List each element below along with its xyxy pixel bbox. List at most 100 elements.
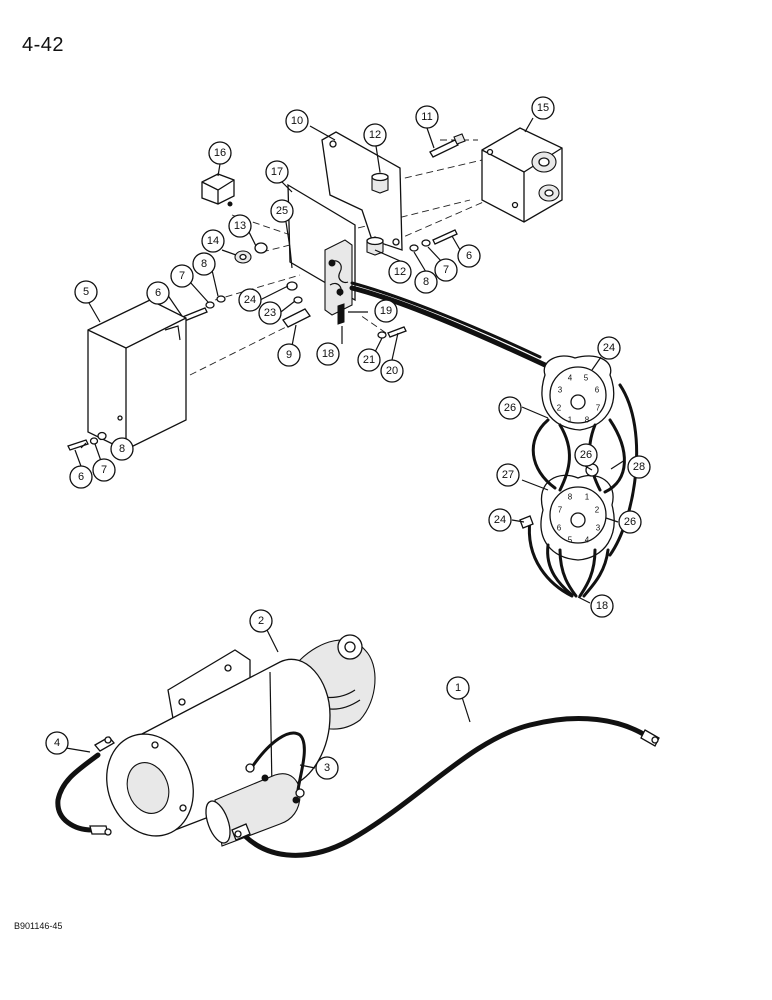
svg-text:15: 15 bbox=[537, 102, 549, 114]
svg-text:5: 5 bbox=[83, 286, 89, 298]
ground-cable bbox=[55, 752, 101, 833]
svg-text:14: 14 bbox=[207, 235, 219, 247]
timer-housing bbox=[481, 127, 563, 223]
svg-text:19: 19 bbox=[380, 305, 392, 317]
svg-text:24: 24 bbox=[494, 514, 506, 526]
svg-text:21: 21 bbox=[363, 354, 375, 366]
svg-text:18: 18 bbox=[322, 348, 334, 360]
callout-6-left: 6 bbox=[146, 281, 170, 305]
cover bbox=[87, 299, 187, 451]
callout-leaders bbox=[65, 117, 626, 769]
svg-text:2: 2 bbox=[557, 404, 562, 413]
svg-text:2: 2 bbox=[595, 506, 600, 515]
callout-8-left: 8 bbox=[192, 252, 216, 276]
standoff bbox=[282, 308, 311, 328]
connector-upper: 4 5 3 6 2 7 1 8 bbox=[541, 355, 615, 431]
callout-22: 23 bbox=[258, 301, 282, 325]
svg-text:26: 26 bbox=[504, 402, 516, 414]
svg-text:4: 4 bbox=[568, 374, 573, 383]
svg-text:1: 1 bbox=[455, 682, 461, 694]
mounting-bracket bbox=[321, 131, 403, 251]
wiring-harness bbox=[349, 285, 548, 368]
svg-text:28: 28 bbox=[633, 461, 645, 473]
svg-text:23: 23 bbox=[264, 307, 276, 319]
svg-text:3: 3 bbox=[324, 762, 330, 774]
svg-text:7: 7 bbox=[179, 270, 185, 282]
callout-6-bottom: 6 bbox=[69, 465, 93, 489]
callout-19: 19 bbox=[374, 299, 398, 323]
svg-text:5: 5 bbox=[584, 374, 589, 383]
svg-text:4: 4 bbox=[585, 536, 590, 545]
callout-12-upper: 12 bbox=[363, 123, 387, 147]
figure-code: B901146-45 bbox=[14, 921, 63, 931]
svg-text:6: 6 bbox=[155, 287, 161, 299]
callout-26-mid: 26 bbox=[574, 443, 598, 467]
svg-text:3: 3 bbox=[596, 524, 601, 533]
svg-text:13: 13 bbox=[234, 220, 246, 232]
svg-text:8: 8 bbox=[423, 276, 429, 288]
callout-5: 5 bbox=[74, 280, 98, 304]
svg-text:26: 26 bbox=[624, 516, 636, 528]
callout-bubbles: 10 11 12 15 16 17 25 13 14 5 6 7 8 24 23… bbox=[45, 96, 651, 780]
callout-7-bottom: 7 bbox=[92, 458, 116, 482]
svg-text:2: 2 bbox=[258, 615, 264, 627]
callout-10: 10 bbox=[285, 109, 309, 133]
callout-24-upper: 24 bbox=[597, 336, 621, 360]
callout-7-left: 7 bbox=[170, 264, 194, 288]
svg-text:26: 26 bbox=[580, 449, 592, 461]
svg-text:7: 7 bbox=[443, 264, 449, 276]
svg-text:8: 8 bbox=[568, 493, 573, 502]
svg-text:20: 20 bbox=[386, 365, 398, 377]
page-number: 4-42 bbox=[22, 34, 65, 56]
svg-text:24: 24 bbox=[603, 342, 615, 354]
svg-text:25: 25 bbox=[276, 205, 288, 217]
callout-20: 20 bbox=[380, 359, 404, 383]
svg-text:6: 6 bbox=[595, 386, 600, 395]
callout-1: 1 bbox=[446, 676, 470, 700]
svg-text:6: 6 bbox=[557, 524, 562, 533]
svg-text:8: 8 bbox=[119, 443, 125, 455]
svg-text:7: 7 bbox=[101, 464, 107, 476]
callout-6-right: 6 bbox=[457, 244, 481, 268]
svg-text:8: 8 bbox=[585, 416, 590, 425]
callout-25: 25 bbox=[270, 199, 294, 223]
circuit-breaker bbox=[324, 239, 353, 325]
callout-2: 2 bbox=[249, 609, 273, 633]
callout-13: 13 bbox=[228, 214, 252, 238]
svg-text:18: 18 bbox=[596, 600, 608, 612]
svg-text:9: 9 bbox=[286, 349, 292, 361]
jumper-wires bbox=[531, 418, 557, 490]
callout-23: 24 bbox=[238, 288, 262, 312]
relay bbox=[201, 173, 235, 207]
bolt-11 bbox=[429, 139, 459, 158]
svg-text:10: 10 bbox=[291, 115, 303, 127]
solenoid-wire bbox=[248, 731, 306, 792]
svg-text:11: 11 bbox=[421, 111, 432, 123]
callout-18-lower: 18 bbox=[590, 594, 614, 618]
callout-28: 28 bbox=[627, 455, 651, 479]
svg-text:1: 1 bbox=[585, 493, 590, 502]
svg-text:6: 6 bbox=[78, 471, 84, 483]
svg-text:24: 24 bbox=[244, 294, 256, 306]
svg-text:8: 8 bbox=[201, 258, 207, 270]
starter-assembly bbox=[55, 634, 660, 858]
svg-text:5: 5 bbox=[568, 536, 573, 545]
svg-text:17: 17 bbox=[271, 166, 283, 178]
callout-8-bottom: 8 bbox=[110, 437, 134, 461]
battery-cable bbox=[242, 715, 648, 858]
callout-26-right: 26 bbox=[618, 510, 642, 534]
callout-14: 14 bbox=[201, 229, 225, 253]
exploded-view-upper: 4 5 3 6 2 7 1 8 8 1 7 2 6 3 5 4 bbox=[67, 127, 639, 598]
callout-21: 21 bbox=[357, 348, 381, 372]
callout-8-right: 8 bbox=[414, 270, 438, 294]
svg-text:3: 3 bbox=[558, 386, 563, 395]
svg-text:12: 12 bbox=[369, 129, 381, 141]
callout-24-lower: 24 bbox=[488, 508, 512, 532]
connector-lower: 8 1 7 2 6 3 5 4 bbox=[540, 474, 615, 561]
svg-text:7: 7 bbox=[558, 506, 563, 515]
callout-3: 3 bbox=[315, 756, 339, 780]
callout-27: 27 bbox=[496, 463, 520, 487]
svg-text:1: 1 bbox=[568, 416, 573, 425]
callout-7-right: 7 bbox=[434, 258, 458, 282]
